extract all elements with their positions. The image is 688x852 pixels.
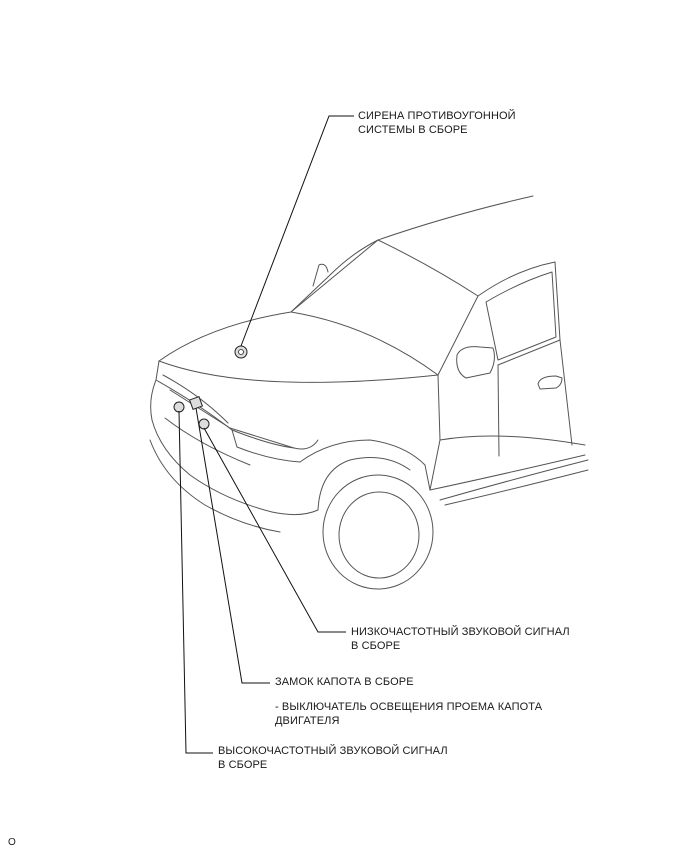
- low-horn-part: [198, 418, 210, 430]
- leader-low-horn: [203, 427, 346, 633]
- theft-siren-part: [234, 345, 248, 359]
- hood-switch-label: - ВЫКЛЮЧАТЕЛЬ ОСВЕЩЕНИЯ ПРОЕМА КАПОТА ДВ…: [275, 700, 542, 728]
- low-horn-label-line1: НИЗКОЧАСТОТНЫЙ ЗВУКОВОЙ СИГНАЛ: [351, 626, 570, 638]
- hood-switch-label-line2: ДВИГАТЕЛЯ: [275, 715, 340, 727]
- vehicle-outline: [149, 195, 589, 590]
- siren-label: СИРЕНА ПРОТИВОУГОННОЙ СИСТЕМЫ В СБОРЕ: [358, 109, 516, 137]
- leader-high-horn: [178, 410, 213, 754]
- siren-label-line1: СИРЕНА ПРОТИВОУГОННОЙ: [358, 110, 516, 122]
- siren-label-line2: СИСТЕМЫ В СБОРЕ: [358, 124, 468, 136]
- high-horn-label-line1: ВЫСОКОЧАСТОТНЫЙ ЗВУКОВОЙ СИГНАЛ: [218, 745, 448, 757]
- high-horn-label-line2: В СБОРЕ: [218, 759, 268, 771]
- leader-siren: [240, 115, 354, 347]
- figure-code: O: [8, 837, 16, 848]
- low-horn-label-line2: В СБОРЕ: [351, 640, 401, 652]
- low-horn-label: НИЗКОЧАСТОТНЫЙ ЗВУКОВОЙ СИГНАЛ В СБОРЕ: [351, 625, 570, 653]
- hood-switch-label-line1: - ВЫКЛЮЧАТЕЛЬ ОСВЕЩЕНИЯ ПРОЕМА КАПОТА: [275, 701, 543, 713]
- high-horn-label: ВЫСОКОЧАСТОТНЫЙ ЗВУКОВОЙ СИГНАЛ В СБОРЕ: [218, 744, 448, 772]
- high-horn-part: [173, 401, 185, 413]
- leader-hood-lock: [195, 407, 270, 684]
- hood-lock-label: ЗАМОК КАПОТА В СБОРЕ: [275, 676, 414, 688]
- hood-lock-part: [188, 395, 204, 411]
